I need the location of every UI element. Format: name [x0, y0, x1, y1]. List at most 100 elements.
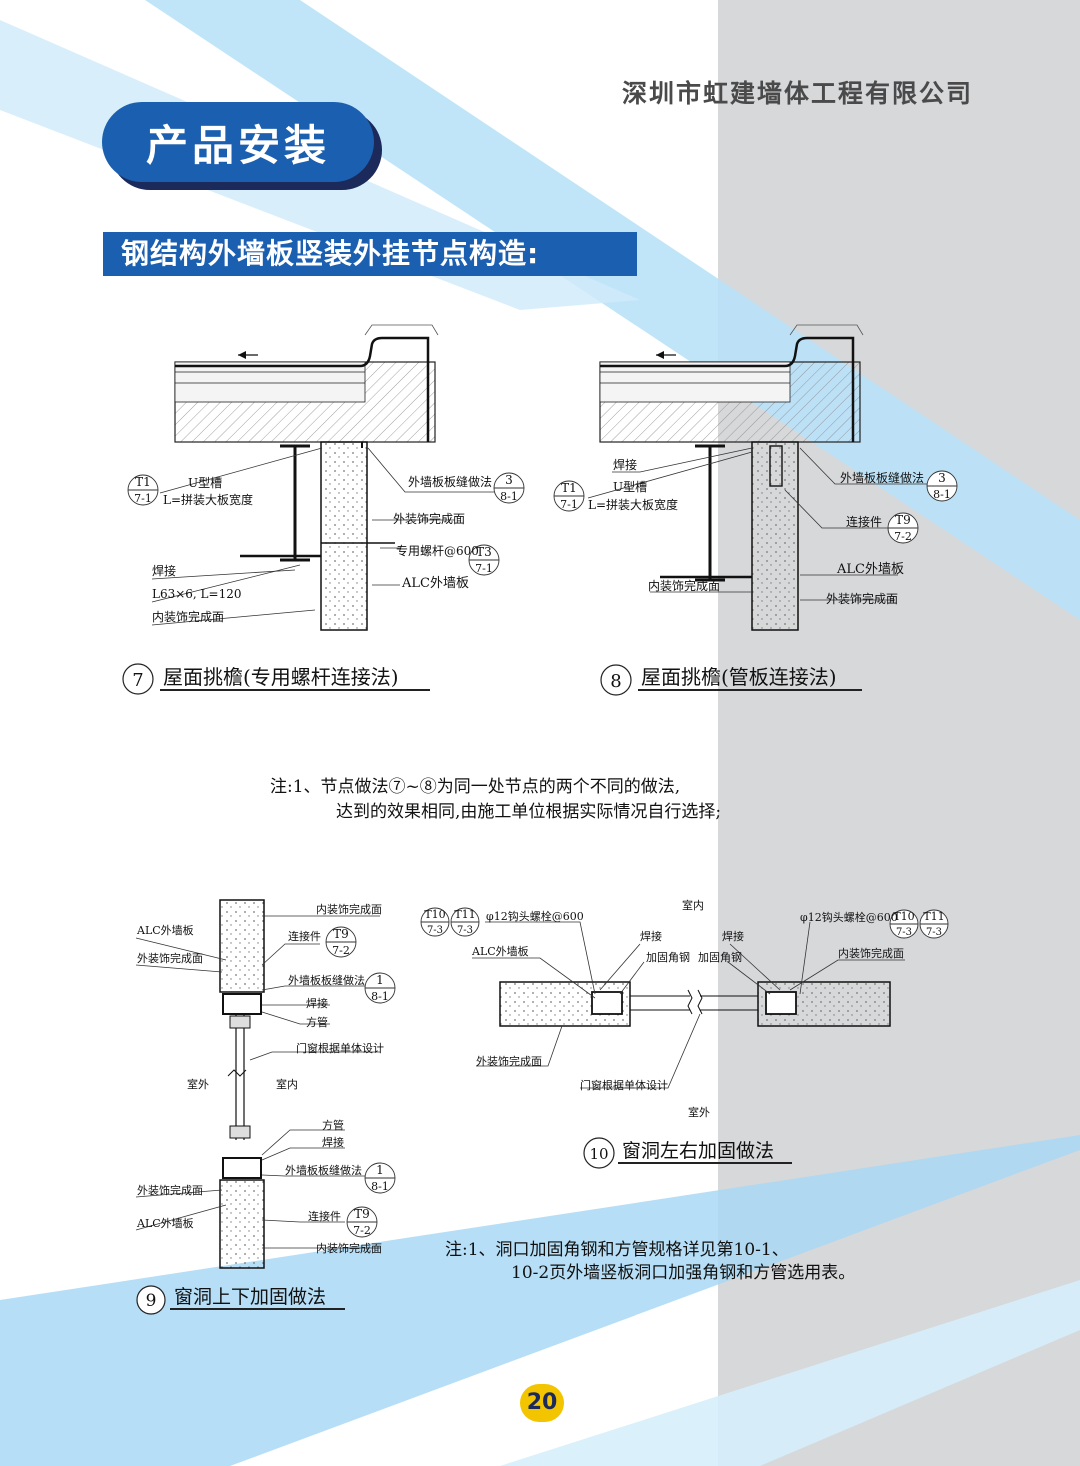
d10-ref-t10r-top: T10	[893, 910, 914, 923]
d9-ref-t9-bot: 7-2	[332, 944, 350, 957]
d10-ref-t10-bot: 7-3	[427, 925, 443, 936]
d10-inner-finish: 内装饰完成面	[838, 946, 904, 960]
note-1-line-2: 达到的效果相同,由施工单位根据实际情况自行选择;	[336, 802, 722, 822]
d9-weld-bot: 焊接	[322, 1135, 344, 1149]
d7-u-width: L=拼装大板宽度	[163, 492, 253, 507]
d7-angle: L63×6, L=120	[152, 587, 241, 601]
steel-beam	[280, 444, 310, 562]
square-tube-lower	[222, 1157, 262, 1179]
d10-ref-t11-top: T11	[454, 908, 475, 921]
d10-window: 门窗根据单体设计	[580, 1078, 668, 1092]
roof-layers	[174, 361, 366, 403]
detail-8-drawing	[599, 324, 864, 631]
d10-alc: ALC外墙板	[471, 944, 529, 958]
d7-weld: 焊接	[152, 563, 176, 578]
d8-ref-t1-top: T1	[561, 481, 577, 495]
d7-ref-t3-bot: 7-1	[475, 562, 493, 575]
d9-ref-t9-top: T9	[333, 927, 349, 941]
d9-ref-1-top: 1	[376, 973, 384, 987]
d9-connector-bot: 连接件	[308, 1210, 341, 1223]
d10-ref-t10r-bot: 7-3	[896, 927, 912, 938]
d10-ref-t11-bot: 7-3	[457, 925, 473, 936]
d9-ref-t9b-bot: 7-2	[353, 1224, 371, 1237]
blue-stripe-bottom-right	[500, 1280, 1080, 1466]
d9-connector-top: 连接件	[288, 930, 321, 943]
d7-inner-finish: 内装饰完成面	[152, 609, 224, 624]
d9-outer-finish-bot: 外装饰完成面	[137, 1183, 203, 1197]
d7-ref-t1-top: T1	[135, 475, 151, 489]
d10-ref-t11r-bot: 7-3	[926, 927, 942, 938]
waterproof-membrane	[175, 336, 430, 442]
detail-7-drawing	[174, 324, 439, 631]
d8-ref-3-bot: 8-1	[933, 488, 951, 501]
d9-window: 门窗根据单体设计	[296, 1041, 384, 1055]
blue-stripe-bottom	[0, 1135, 1080, 1466]
d9-inside: 室内	[276, 1077, 298, 1091]
section-badge: 产品安装	[102, 102, 374, 182]
d10-bolt-left: φ12钩头螺栓@600	[486, 909, 584, 923]
d9-outer-finish-top: 外装饰完成面	[137, 951, 203, 965]
d8-u-width: L=拼装大板宽度	[588, 497, 678, 512]
d9-tube-top: 方管	[306, 1015, 328, 1029]
d9-weld-top: 焊接	[306, 996, 328, 1010]
d9-tube-bot: 方管	[322, 1118, 344, 1132]
square-tube-upper	[222, 993, 262, 1015]
page-number-badge: 20	[520, 1384, 564, 1422]
d7-number: 7	[132, 670, 143, 691]
d8-ref-t9-top: T9	[895, 513, 911, 527]
d8-inner-finish: 内装饰完成面	[648, 578, 720, 593]
d7-alc: ALC外墙板	[401, 576, 469, 591]
d9-alc-top: ALC外墙板	[136, 923, 194, 937]
waterproof-membrane	[600, 336, 855, 442]
d8-ref-t1-bot: 7-1	[560, 498, 578, 511]
d9-inner-finish-top: 内装饰完成面	[316, 902, 382, 916]
d7-outer-finish: 外装饰完成面	[393, 511, 465, 526]
d7-ref-3-top: 3	[505, 473, 513, 487]
d10-bolt-right: φ12钩头螺栓@600	[800, 910, 898, 924]
d10-outer-finish: 外装饰完成面	[476, 1054, 542, 1068]
d10-ref-t11r-top: T11	[923, 910, 944, 923]
d9-caption: 窗洞上下加固做法	[174, 1286, 326, 1308]
company-name: 深圳市虹建墙体工程有限公司	[622, 79, 974, 108]
alc-panel-upper	[219, 899, 265, 993]
roof-layers	[599, 361, 791, 403]
d10-inside: 室内	[682, 898, 704, 912]
d9-number: 9	[146, 1291, 157, 1311]
d7-caption: 屋面挑檐(专用螺杆连接法)	[163, 665, 399, 689]
d9-inner-finish-bot: 内装饰完成面	[316, 1241, 382, 1255]
d9-ref-1-bot: 8-1	[371, 990, 389, 1003]
d9-outside: 室外	[187, 1077, 209, 1091]
d8-caption: 屋面挑檐(管板连接法)	[641, 665, 837, 689]
detail-10-drawing	[499, 981, 891, 1027]
tube-connector	[769, 445, 783, 487]
d9-alc-bot: ALC外墙板	[136, 1216, 194, 1230]
d10-angle-right: 加固角钢	[698, 951, 742, 964]
d10-ref-t10-top: T10	[424, 908, 445, 921]
note-1-line-1: 注:1、节点做法⑦~⑧为同一处节点的两个不同的做法,	[270, 777, 681, 797]
detail-9-drawing	[219, 899, 265, 1269]
d8-alc: ALC外墙板	[836, 562, 904, 577]
d7-joint: 外墙板板缝做法	[408, 474, 492, 489]
d10-outside: 室外	[688, 1105, 710, 1119]
d7-u-channel: U型槽	[188, 476, 222, 490]
d8-connector: 连接件	[846, 514, 882, 529]
alc-panel-lower	[219, 1179, 265, 1269]
alc-wall-panel	[751, 441, 799, 631]
steel-beam	[695, 444, 725, 582]
d10-weld-right: 焊接	[722, 929, 744, 943]
d7-ref-t3-top: T3	[476, 545, 492, 559]
d8-ref-3-top: 3	[938, 471, 946, 485]
d8-u-channel: U型槽	[613, 480, 647, 494]
d10-weld-left: 焊接	[640, 929, 662, 943]
d8-ref-t9-bot: 7-2	[894, 530, 912, 543]
d7-ref-t1-bot: 7-1	[134, 492, 152, 505]
d7-ref-3-bot: 8-1	[500, 490, 518, 503]
d8-joint: 外墙板板缝做法	[840, 470, 924, 485]
subtitle-bar: 钢结构外墙板竖装外挂节点构造:	[103, 232, 637, 276]
d7-bolt: 专用螺杆@600	[396, 543, 479, 558]
d8-number: 8	[610, 671, 621, 692]
d9-ref-1b-bot: 8-1	[371, 1180, 389, 1193]
d8-weld: 焊接	[613, 457, 637, 472]
d9-ref-t9b-top: T9	[354, 1207, 370, 1221]
